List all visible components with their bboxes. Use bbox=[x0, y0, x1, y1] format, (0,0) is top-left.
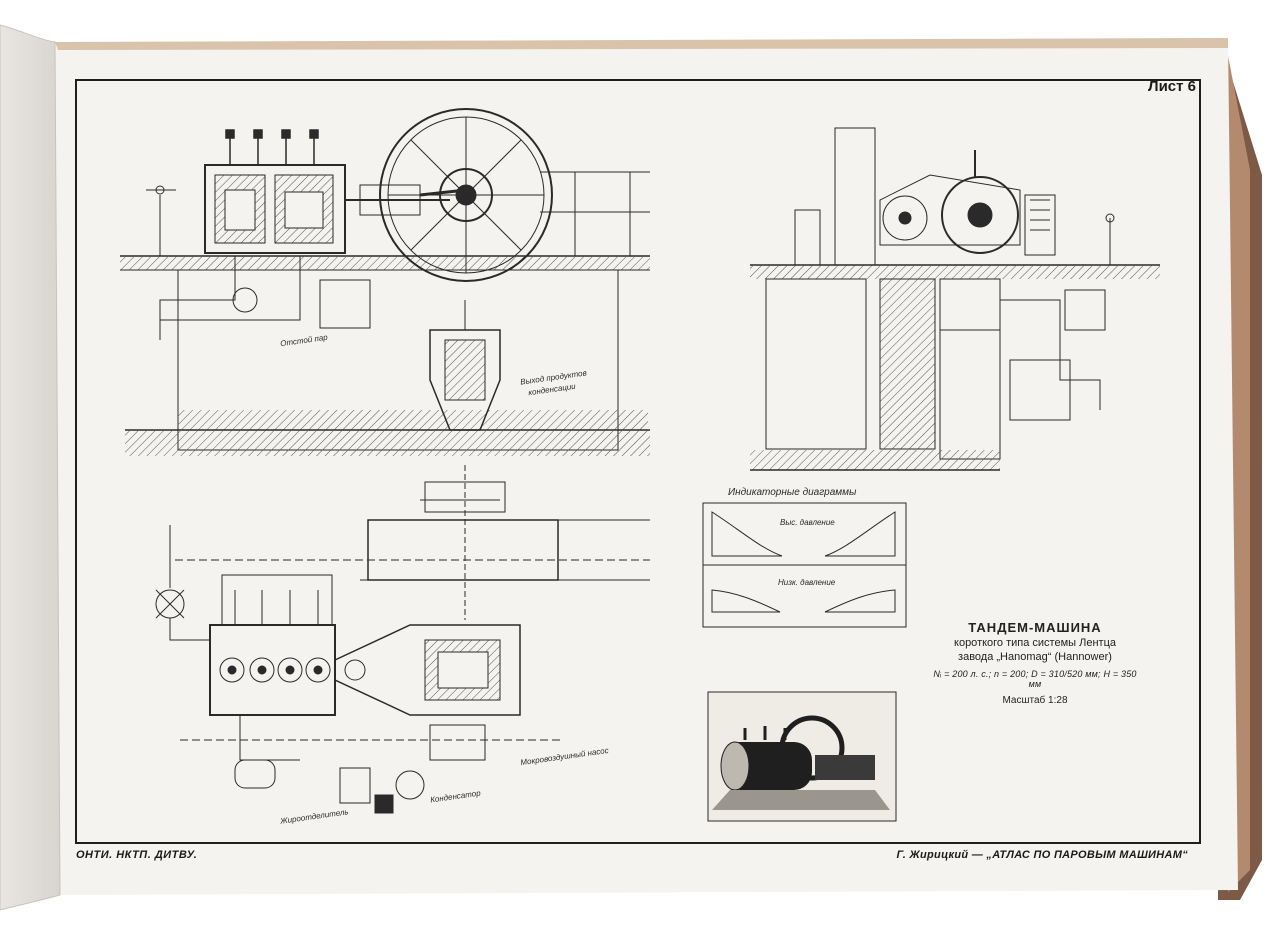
publisher-footer: ОНТИ. НКТП. ДИТВУ. bbox=[76, 849, 198, 861]
title-block: ТАНДЕМ-МАШИНА короткого типа системы Лен… bbox=[930, 620, 1140, 706]
engine-title: ТАНДЕМ-МАШИНА bbox=[968, 620, 1102, 635]
indicator-high-label: Выс. давление bbox=[780, 518, 835, 527]
engine-perspective-image bbox=[707, 691, 897, 822]
side-elevation-drawing bbox=[120, 108, 650, 456]
indicator-heading: Индикаторные диаграммы bbox=[728, 487, 857, 498]
plan-view-drawing bbox=[155, 465, 650, 814]
atlas-page bbox=[55, 38, 1238, 895]
sheet-number: Лист 6 bbox=[1148, 78, 1196, 95]
engine-specs: Nᵢ = 200 л. с.; n = 200; D = 310/520 мм;… bbox=[933, 669, 1137, 689]
indicator-low-label: Низк. давление bbox=[778, 578, 836, 587]
end-elevation-drawing bbox=[750, 127, 1160, 471]
indicator-diagrams bbox=[702, 502, 907, 628]
facing-page bbox=[0, 25, 60, 910]
top-page-edge bbox=[55, 38, 1228, 50]
engine-maker: завода „Hanomag“ (Hannower) bbox=[958, 651, 1112, 663]
engine-subtitle: короткого типа системы Лентца bbox=[954, 637, 1116, 649]
author-title-footer: Г. Жирицкий — „АТЛАС ПО ПАРОВЫМ МАШИНАМ“ bbox=[896, 849, 1188, 861]
drawing-scale: Масштаб 1:28 bbox=[1002, 695, 1068, 706]
drawing-frame bbox=[75, 79, 1201, 844]
